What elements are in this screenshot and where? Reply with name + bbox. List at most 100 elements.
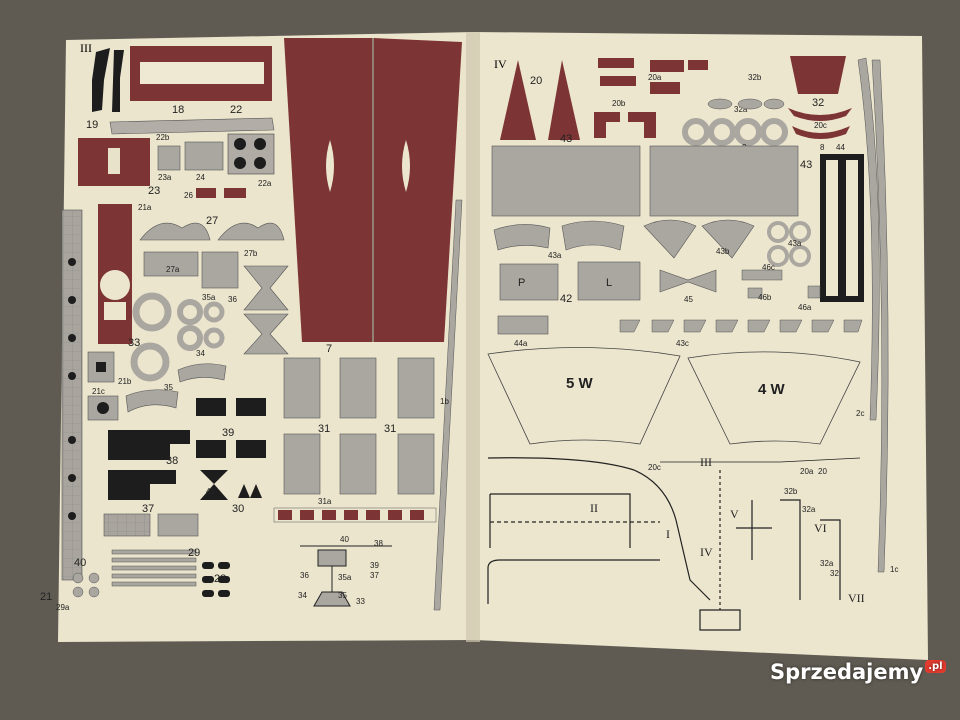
part-42-L [577, 261, 641, 301]
label-2c: 2c [856, 409, 864, 418]
roman-IV: IV [700, 545, 713, 559]
label-46c: 46c [762, 263, 775, 272]
label-31: 31 [318, 423, 330, 435]
right-page [474, 32, 928, 660]
diagram-label-20c: 20c [648, 463, 661, 472]
part-20-spike-right [548, 60, 580, 140]
part-35-strip [125, 389, 179, 413]
part-38-b [108, 470, 176, 500]
label-44a: 44a [514, 339, 528, 348]
label-21b: 21b [118, 377, 132, 386]
label-35a: 35a [202, 293, 216, 302]
part-2-rings [682, 118, 788, 146]
part-1c-long-strip [871, 59, 889, 573]
part-43a-rings [767, 221, 811, 267]
part-33-ring-a [132, 292, 172, 332]
part-21-dot-5 [68, 436, 76, 444]
label-35: 35 [164, 383, 173, 392]
label-43-right: 43 [800, 159, 812, 171]
label-29a: 29a [56, 603, 70, 612]
label-32b: 32b [748, 73, 762, 82]
part-23a [157, 145, 181, 171]
diagram-label-32b: 32b [784, 487, 798, 496]
part-43-left-panel [491, 145, 641, 217]
assembly-label-35: 35 [338, 591, 347, 600]
part-43-right-panel [649, 145, 799, 217]
part-7-right-wing [374, 38, 462, 342]
part-26a [196, 188, 216, 198]
part-43a-mid [561, 220, 625, 251]
label-43: 43 [560, 133, 572, 145]
label-33: 33 [128, 337, 140, 349]
label-46b: 46b [758, 293, 772, 302]
part-21c-hole [97, 402, 109, 414]
part-20c-hull [792, 126, 850, 139]
label-36: 36 [228, 295, 237, 304]
label-40: 40 [74, 557, 86, 569]
assembly-label-36: 36 [300, 571, 309, 580]
label-19: 19 [86, 119, 98, 131]
part-30-a [238, 484, 250, 498]
roman-VI: VI [814, 521, 827, 535]
part-39-a [196, 398, 226, 416]
label-26: 26 [184, 191, 193, 200]
label-1c: 1c [890, 565, 898, 574]
roman-VII: VII [848, 591, 865, 605]
roman-I: I [666, 527, 670, 541]
label-22a: 22a [258, 179, 272, 188]
label-30: 30 [232, 503, 244, 515]
part-18-strip [109, 117, 275, 135]
label-L: L [606, 277, 612, 289]
label-1b: 1b [440, 397, 449, 406]
label-38: 38 [166, 455, 178, 467]
part-38-a [108, 430, 190, 460]
label-7: 7 [326, 343, 332, 355]
part-26b [224, 188, 246, 198]
part-7-left-wing [284, 38, 372, 342]
part-7-right-eye [402, 140, 410, 192]
label-P: P [518, 277, 525, 289]
part-33-ring-c [203, 301, 225, 323]
label-31a: 31a [318, 497, 332, 506]
label-42: 42 [560, 293, 572, 305]
label-32a: 32a [734, 105, 748, 114]
label-43b: 43b [716, 247, 730, 256]
label-21c: 21c [92, 387, 105, 396]
right-page-content: IV 20 20a 20b 32b 32a 2 [487, 56, 898, 631]
right-page-number: IV [494, 57, 507, 71]
part-44a [497, 315, 549, 335]
part-33-ring-b [177, 299, 203, 325]
part-44-ladder-gap-2 [846, 160, 858, 296]
part-37-a [103, 513, 151, 537]
roman-II: II [590, 501, 598, 515]
label-22b: 22b [156, 133, 170, 142]
label-34: 34 [196, 349, 205, 358]
label-8: 8 [820, 143, 825, 152]
part-33-ring-d [177, 325, 203, 351]
label-44: 44 [836, 143, 845, 152]
label-20a: 20a [648, 73, 662, 82]
part-22a [227, 133, 275, 175]
part-21-banner-stripe [140, 62, 264, 84]
label-37: 37 [142, 503, 154, 515]
label-18: 18 [172, 104, 184, 116]
part-21-dot-2 [68, 296, 76, 304]
part-29a-dots [72, 572, 100, 598]
part-41 [200, 470, 228, 500]
watermark-tld: .pl [925, 660, 946, 673]
label-28: 28 [214, 573, 226, 585]
part-24 [184, 141, 224, 171]
part-20b-L-left [594, 112, 620, 138]
roman-III: III [700, 455, 712, 469]
part-27a [143, 251, 199, 277]
label-20: 20 [530, 75, 542, 87]
label-20b: 20b [612, 99, 626, 108]
label-20c: 20c [814, 121, 827, 130]
part-28-pills [202, 562, 230, 597]
part-20-spike-left [500, 60, 536, 140]
label-32: 32 [812, 97, 824, 109]
part-45-bowtie [659, 269, 717, 293]
assembly-label-37: 37 [370, 571, 379, 580]
part-22a-hole-1 [234, 138, 246, 150]
part-19 [92, 48, 110, 112]
